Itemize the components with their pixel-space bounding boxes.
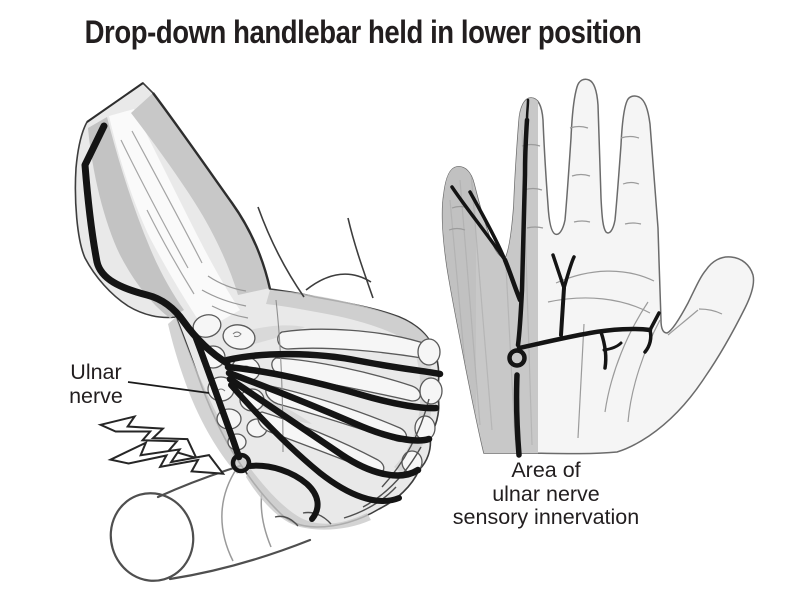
finger-crease bbox=[571, 173, 591, 177]
thumb-crease bbox=[667, 309, 699, 336]
pinky-branch-twig bbox=[468, 190, 507, 262]
thumb-web-lines bbox=[257, 206, 374, 299]
palm-nerve-trunk bbox=[515, 117, 530, 348]
sensory-area-caption-line3: sensory innervation bbox=[452, 505, 640, 530]
palm-nerve-trunk bbox=[513, 372, 522, 458]
sensory-area-caption-line1: Area of bbox=[511, 458, 581, 482]
forearm-shading bbox=[86, 82, 272, 330]
finger-crease bbox=[526, 226, 544, 229]
lightning-bolt-icon bbox=[97, 414, 199, 460]
life-line bbox=[604, 301, 649, 413]
forearm-edge-line bbox=[152, 92, 272, 290]
deep-branch-twig bbox=[562, 255, 576, 290]
finger-crease bbox=[448, 227, 466, 231]
lightning-bolt-icon bbox=[107, 440, 226, 475]
ulnar-nerve-deep-branch bbox=[246, 462, 321, 522]
ulnar-nerve-trunk bbox=[81, 122, 231, 367]
ulnar-nerve-dorsal-branch bbox=[223, 350, 444, 378]
wrist-tendon-line bbox=[211, 305, 249, 319]
palm-ulnar-nerve bbox=[450, 98, 661, 458]
finger-crease bbox=[620, 135, 640, 139]
palm-illustration bbox=[441, 78, 755, 458]
handlebar-segment-line bbox=[221, 467, 238, 562]
sensory-area-caption-line2: ulnar nerve bbox=[492, 481, 600, 506]
knuckle bbox=[414, 415, 436, 441]
knuckle bbox=[419, 377, 443, 405]
ulnar-nerve-path bbox=[81, 122, 444, 522]
ulnar-nerve-hypothenar-branch bbox=[192, 334, 243, 461]
page-title: Drop-down handlebar held in lower positi… bbox=[84, 14, 642, 50]
ulnar-nerve-dorsal-branch bbox=[224, 363, 440, 412]
handlebar-end-cap bbox=[109, 492, 195, 582]
knuckle bbox=[417, 338, 441, 366]
wrist-tendon-line bbox=[201, 289, 247, 307]
finger-crease bbox=[569, 125, 589, 129]
ulnar-nerve-label: Ulnar nerve bbox=[58, 360, 134, 408]
thumb-crease bbox=[698, 308, 723, 315]
ulnar-nerve-label-line1: Ulnar bbox=[70, 360, 122, 384]
handlebar-bottom-edge bbox=[168, 538, 312, 581]
finger-crease bbox=[622, 181, 640, 185]
ulnar-nerve-label-line2: nerve bbox=[69, 383, 123, 408]
deep-palmar-branch bbox=[516, 326, 653, 351]
palm-nerve-loop bbox=[507, 348, 527, 368]
ulnar-nerve-pointer-line bbox=[127, 381, 210, 394]
deep-branch-twig bbox=[559, 286, 566, 337]
wrist-tendon-line bbox=[207, 275, 247, 292]
life-line bbox=[627, 319, 661, 423]
ulnar-nerve-dorsal-branch bbox=[225, 369, 433, 444]
pinky-branch-twig bbox=[450, 185, 507, 262]
ulnar-nerve-dorsal-branch bbox=[228, 382, 402, 504]
finger-crease bbox=[624, 222, 642, 225]
forearm-top-edge bbox=[86, 82, 144, 123]
deep-branch-twig bbox=[551, 253, 566, 290]
deep-branch-twig bbox=[643, 328, 653, 354]
grip-illustration bbox=[74, 81, 444, 582]
finger-crease bbox=[573, 220, 591, 223]
palm-creases bbox=[448, 125, 723, 439]
palm-nerve-trunk-tip bbox=[525, 98, 530, 122]
deep-branch-twig bbox=[648, 311, 661, 332]
deep-branch-twig bbox=[602, 341, 623, 352]
head-line bbox=[547, 297, 651, 314]
ulnar-nerve-dorsal-branch bbox=[226, 375, 422, 479]
shock-bolts bbox=[97, 414, 226, 475]
pinky-branch bbox=[502, 257, 523, 303]
sensory-area-caption: Area of ulnar nerve sensory innervation bbox=[426, 458, 666, 530]
